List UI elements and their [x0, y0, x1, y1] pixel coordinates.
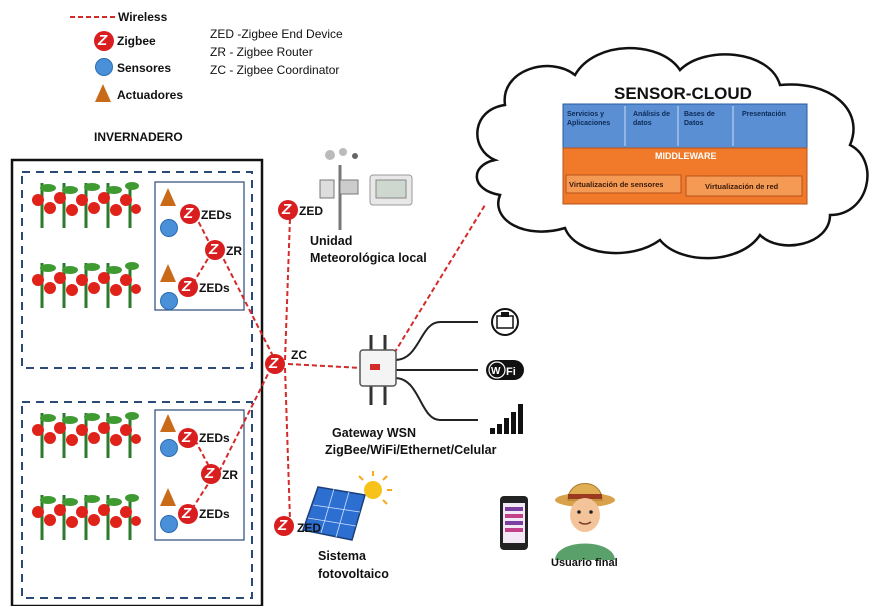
- actuator-icon: [160, 264, 176, 282]
- sensor-icon: [160, 292, 178, 310]
- legend-zigbee-icon: [94, 31, 114, 51]
- legend-zigbee-label: Zigbee: [117, 34, 156, 48]
- smartphone-graphic: [500, 496, 528, 550]
- cloud-services-band: [562, 103, 808, 149]
- greenhouse-title: INVERNADERO: [94, 130, 183, 144]
- actuator-icon: [160, 188, 176, 206]
- tomato-plants-row: [32, 260, 142, 308]
- virt-sensors-label: Virtualización de sensores: [569, 180, 664, 189]
- svg-text:W: W: [491, 366, 501, 377]
- user-label: Usuario final: [551, 557, 618, 569]
- greenhouse-border: [10, 158, 264, 606]
- virt-network-label: Virtualización de red: [705, 182, 779, 191]
- legend-sensores-label: Sensores: [117, 61, 172, 75]
- cloud-databases-label: Bases de Datos: [684, 111, 715, 127]
- cloud-presentation-label: Presentación: [742, 111, 786, 118]
- zone1-zr-label: ZR: [226, 244, 242, 258]
- weather-station-graphic: [319, 148, 413, 230]
- zone2-zeds-top-label: ZEDs: [199, 431, 230, 445]
- zigbee-icon: [178, 277, 198, 297]
- legend-zc-label: ZC - Zigbee Coordinator: [210, 63, 340, 77]
- cloud-services-label: Servicios y Aplicaciones: [567, 111, 611, 127]
- coordinator-label: ZC: [291, 348, 307, 362]
- cloud-analysis-label: Análisis de datos: [633, 111, 670, 127]
- solar-label-line2: fotovoltaico: [318, 567, 389, 581]
- zone1-zeds-bottom-label: ZEDs: [199, 281, 230, 295]
- sensor-icon: [160, 439, 178, 457]
- zone2-zr-label: ZR: [222, 468, 238, 482]
- zone-1-node-box: [154, 181, 245, 311]
- zone2-zeds-bottom-label: ZEDs: [199, 507, 230, 521]
- tomato-plants-row: [32, 492, 142, 540]
- zigbee-icon: [201, 464, 221, 484]
- cellular-signal-icon: [490, 404, 523, 434]
- gateway-outputs: [394, 321, 478, 421]
- legend-wireless-label: Wireless: [118, 10, 168, 24]
- solar-panel-graphic: [302, 471, 392, 541]
- zigbee-coordinator-icon: [265, 354, 285, 374]
- legend-sensor-icon: [95, 58, 113, 76]
- tomato-plants-row: [32, 410, 142, 458]
- zigbee-icon: [178, 428, 198, 448]
- wifi-icon: W Fi: [486, 360, 524, 380]
- weather-zed-label: ZED: [299, 204, 323, 218]
- zone-2-border: [21, 401, 253, 599]
- wireless-links: [189, 204, 486, 521]
- weather-zed-icon: [278, 200, 298, 220]
- legend-zr-label: ZR - Zigbee Router: [210, 45, 313, 59]
- zigbee-icon: [180, 204, 200, 224]
- zigbee-icon: [205, 240, 225, 260]
- legend-actuadores-label: Actuadores: [117, 88, 184, 102]
- zone-1-border: [21, 171, 253, 369]
- gateway-device-graphic: [359, 335, 397, 405]
- zone-2-node-box: [154, 409, 245, 541]
- solar-label-line1: Sistema: [318, 549, 366, 563]
- sensor-icon: [160, 219, 178, 237]
- virt-network-box: [685, 175, 803, 197]
- farmer-graphic: [555, 483, 615, 560]
- solar-zed-icon: [274, 516, 294, 536]
- legend-actuator-icon: [95, 84, 111, 102]
- legend-zed-label: ZED -Zigbee End Device: [210, 27, 343, 41]
- zone1-zeds-top-label: ZEDs: [201, 208, 232, 222]
- svg-text:Fi: Fi: [506, 366, 516, 378]
- ethernet-icon: [491, 308, 519, 336]
- actuator-icon: [160, 488, 176, 506]
- solar-zed-label: ZED: [297, 521, 321, 535]
- zigbee-icon: [178, 504, 198, 524]
- gateway-label-line2: ZigBee/WiFi/Ethernet/Celular: [325, 443, 497, 457]
- cloud-title: SENSOR-CLOUD: [614, 84, 752, 103]
- gateway-label-line1: Gateway WSN: [332, 426, 417, 440]
- weather-label-line2: Meteorológica local: [310, 251, 427, 265]
- actuator-icon: [160, 414, 176, 432]
- tomato-plants-row: [32, 182, 141, 228]
- middleware-label: MIDDLEWARE: [655, 151, 717, 161]
- weather-label-line1: Unidad: [310, 234, 353, 248]
- sensor-icon: [160, 515, 178, 533]
- virt-sensors-box: [565, 174, 682, 194]
